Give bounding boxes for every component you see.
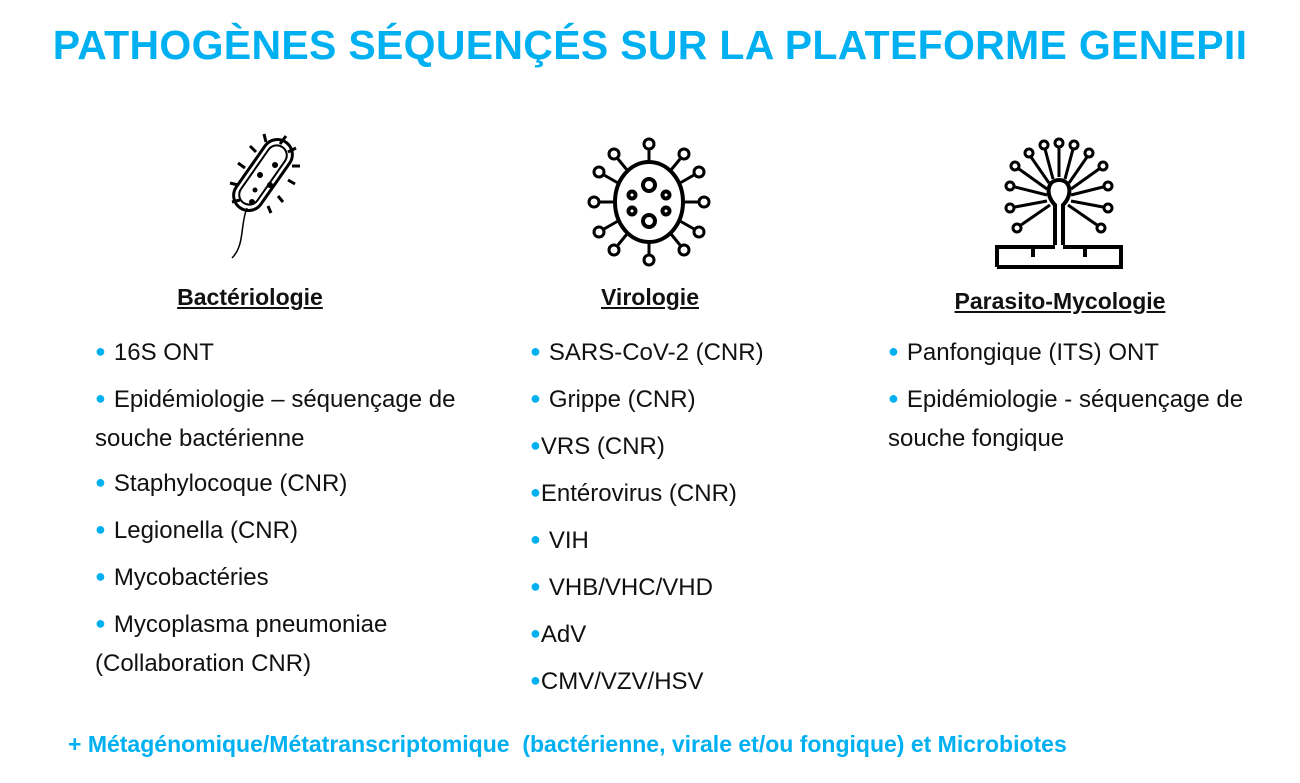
heading-parasito-mycologie: Parasito-Mycologie	[954, 288, 1166, 314]
bullet-icon: ●	[95, 388, 106, 408]
list-item: ●Mycoplasma pneumoniae (Collaboration CN…	[95, 611, 388, 677]
bullet-icon: ●	[530, 341, 541, 361]
list-item: ●Entérovirus (CNR)	[530, 480, 737, 507]
list-item: ●SARS-CoV-2 (CNR)	[530, 339, 764, 366]
bullet-icon: ●	[530, 576, 541, 596]
bacteriologie-list: ●16S ONT ●Epidémiologie – séquençage de …	[95, 334, 495, 690]
bullet-icon: ●	[530, 482, 541, 502]
heading-virologie: Virologie	[601, 284, 699, 310]
bullet-icon: ●	[95, 613, 106, 633]
list-item: ●Mycobactéries	[95, 564, 269, 591]
list-item: ●AdV	[530, 621, 587, 648]
slide-title: PATHOGÈNES SÉQUENÇÉS SUR LA PLATEFORME G…	[52, 22, 1248, 68]
bullet-icon: ●	[888, 341, 899, 361]
list-item: ●VHB/VHC/VHD	[530, 574, 713, 601]
parasito-mycologie-list: ●Panfongique (ITS) ONT ●Epidémiologie - …	[888, 334, 1278, 465]
footer-note: + Métagénomique/Métatranscriptomique (ba…	[68, 731, 1067, 757]
virologie-list: ●SARS-CoV-2 (CNR) ●Grippe (CNR) ●VRS (CN…	[530, 334, 860, 710]
list-item: ●Epidémiologie – séquençage de souche ba…	[95, 386, 456, 452]
virus-icon	[587, 137, 711, 267]
bullet-icon: ●	[530, 435, 541, 455]
bullet-icon: ●	[888, 388, 899, 408]
bullet-icon: ●	[530, 670, 541, 690]
list-item: ●16S ONT	[95, 339, 214, 366]
list-item: ●Panfongique (ITS) ONT	[888, 339, 1159, 366]
list-item: ●VRS (CNR)	[530, 433, 665, 460]
bullet-icon: ●	[95, 519, 106, 539]
list-item: ●Legionella (CNR)	[95, 517, 298, 544]
bullet-icon: ●	[95, 341, 106, 361]
heading-bacteriologie: Bactériologie	[177, 284, 323, 310]
fungus-icon	[995, 137, 1123, 269]
bacteria-icon	[229, 133, 300, 259]
list-item: ●Epidémiologie - séquençage de souche fo…	[888, 386, 1244, 452]
bullet-icon: ●	[530, 529, 541, 549]
list-item: ●VIH	[530, 527, 589, 554]
bullet-icon: ●	[530, 388, 541, 408]
list-item: ●Grippe (CNR)	[530, 386, 696, 413]
bullet-icon: ●	[95, 472, 106, 492]
list-item: ●CMV/VZV/HSV	[530, 668, 704, 695]
list-item: ●Staphylocoque (CNR)	[95, 470, 348, 497]
bullet-icon: ●	[530, 623, 541, 643]
bullet-icon: ●	[95, 566, 106, 586]
